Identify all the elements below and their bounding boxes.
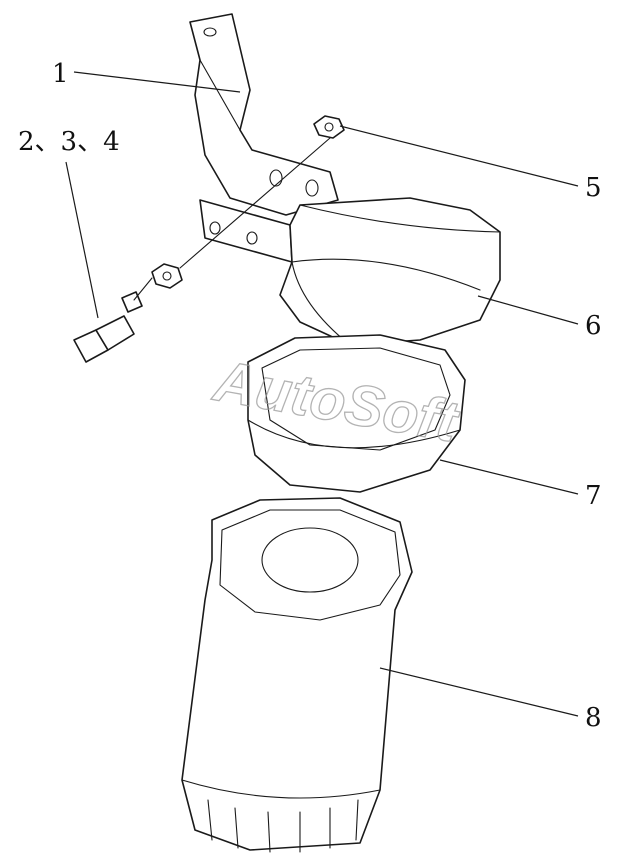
leader-1 bbox=[73, 71, 241, 93]
callout-5: 5 bbox=[585, 173, 602, 203]
bolt-washer-nut bbox=[73, 137, 331, 363]
callout-1: 1 bbox=[52, 59, 69, 89]
bracket-arm bbox=[189, 13, 339, 216]
oil-filter bbox=[181, 497, 413, 853]
seal-ring bbox=[247, 334, 466, 493]
leader-lines bbox=[65, 71, 579, 717]
clamp-band bbox=[199, 197, 501, 346]
callout-2-3-4: 2、3、4 bbox=[18, 127, 120, 157]
leader-5 bbox=[339, 125, 579, 187]
leader-2-3-4 bbox=[65, 161, 99, 319]
nut-5 bbox=[313, 115, 345, 139]
callout-7: 7 bbox=[585, 481, 602, 511]
callout-8: 8 bbox=[585, 703, 602, 733]
leader-7 bbox=[439, 459, 579, 495]
leader-6 bbox=[477, 295, 579, 325]
leader-8 bbox=[379, 667, 579, 717]
callout-6: 6 bbox=[585, 311, 602, 341]
